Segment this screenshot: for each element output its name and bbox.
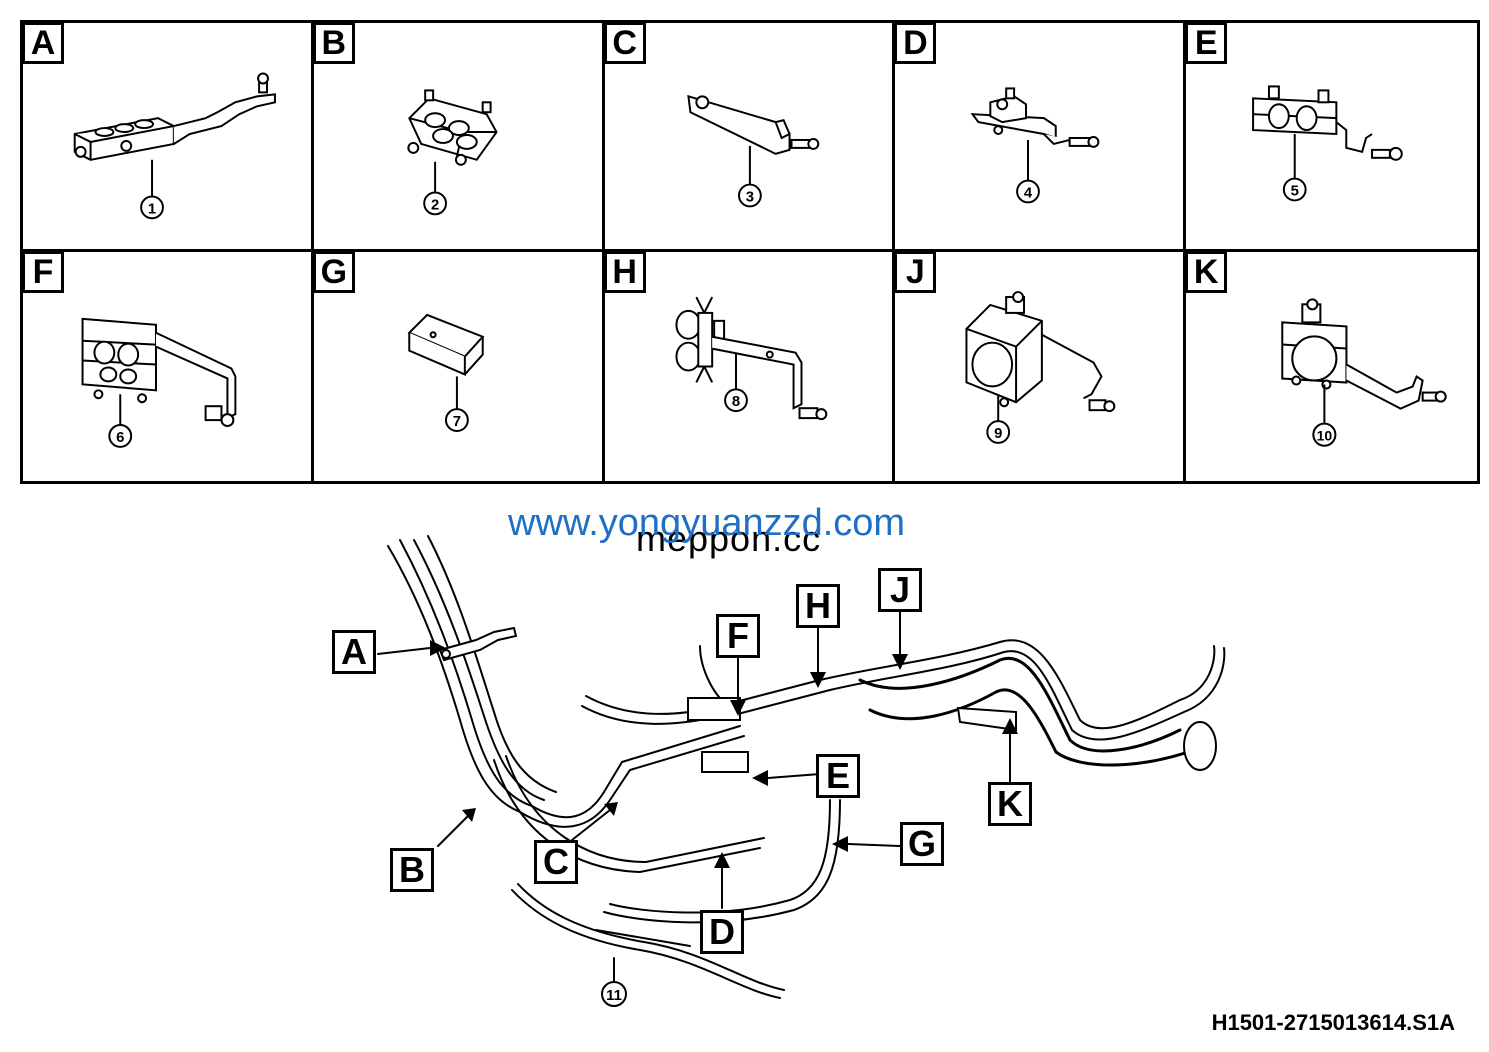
angle-bracket-illustration: 3 xyxy=(686,94,819,208)
callout-j: J xyxy=(878,568,922,612)
panel-k: K 10 xyxy=(1185,251,1477,481)
part-number: 1 xyxy=(148,201,156,217)
single-clamp-bracket-illustration: 4 xyxy=(970,87,1100,204)
large-clamp-bracket-illustration: 9 xyxy=(965,291,1116,444)
callout-g: G xyxy=(900,822,944,866)
callout-b: B xyxy=(390,848,434,892)
panel-f: F 6 xyxy=(22,251,314,481)
callout-e: E xyxy=(816,754,860,798)
panel-letter: G xyxy=(312,251,355,293)
bracket-clamp-illustration: 1 xyxy=(73,72,276,220)
part-number-11: 11 xyxy=(606,987,622,1004)
part-number: 4 xyxy=(1024,185,1033,201)
detail-panels-grid: A 1 B xyxy=(20,20,1480,484)
panel-g: G 7 xyxy=(312,251,605,481)
part-number: 7 xyxy=(453,414,461,430)
stacked-clamp-bracket-illustration: 6 xyxy=(81,317,237,448)
callout-d: D xyxy=(700,910,744,954)
panel-j: J 9 xyxy=(894,251,1187,481)
part-number: 8 xyxy=(731,394,739,410)
large-clamp-long-bracket-illustration: 10 xyxy=(1281,298,1447,447)
panel-letter: J xyxy=(894,251,937,293)
panel-letter: H xyxy=(603,251,646,293)
panel-a: A 1 xyxy=(22,22,314,252)
panel-b: B 2 xyxy=(312,22,605,252)
rubber-block-illustration: 7 xyxy=(407,313,485,432)
part-number: 6 xyxy=(116,430,124,446)
double-clamp-illustration: 2 xyxy=(407,89,498,216)
panel-letter: A xyxy=(22,22,64,64)
part-number: 3 xyxy=(745,189,753,205)
panel-letter: B xyxy=(312,22,355,64)
panel-e: E 5 xyxy=(1185,22,1477,252)
callout-c: C xyxy=(534,840,578,884)
callout-h: H xyxy=(796,584,840,628)
drawing-code: H1501-2715013614.S1A xyxy=(1211,1010,1455,1035)
panel-letter: D xyxy=(894,22,937,64)
panel-c: C 3 xyxy=(603,22,896,252)
panel-letter: C xyxy=(603,22,646,64)
part-number: 5 xyxy=(1291,183,1299,199)
callout-a: A xyxy=(332,630,376,674)
panel-letter: F xyxy=(22,251,64,293)
panel-h: H 8 xyxy=(603,251,896,481)
part-number: 10 xyxy=(1317,428,1333,444)
butterfly-clamp-bracket-illustration: 8 xyxy=(675,296,827,421)
part-number: 9 xyxy=(994,426,1002,442)
part-number: 2 xyxy=(431,197,439,213)
panel-letter: K xyxy=(1185,251,1228,293)
watermark-primary: www.yongyuanzzd.com xyxy=(508,502,906,544)
watermark-secondary: meppon.cc xyxy=(636,518,822,559)
callout-f: F xyxy=(716,614,760,658)
panel-letter: E xyxy=(1185,22,1228,64)
panel-d: D 4 xyxy=(894,22,1187,252)
twin-clamp-bracket-illustration: 5 xyxy=(1252,85,1403,202)
callout-k: K xyxy=(988,782,1032,826)
